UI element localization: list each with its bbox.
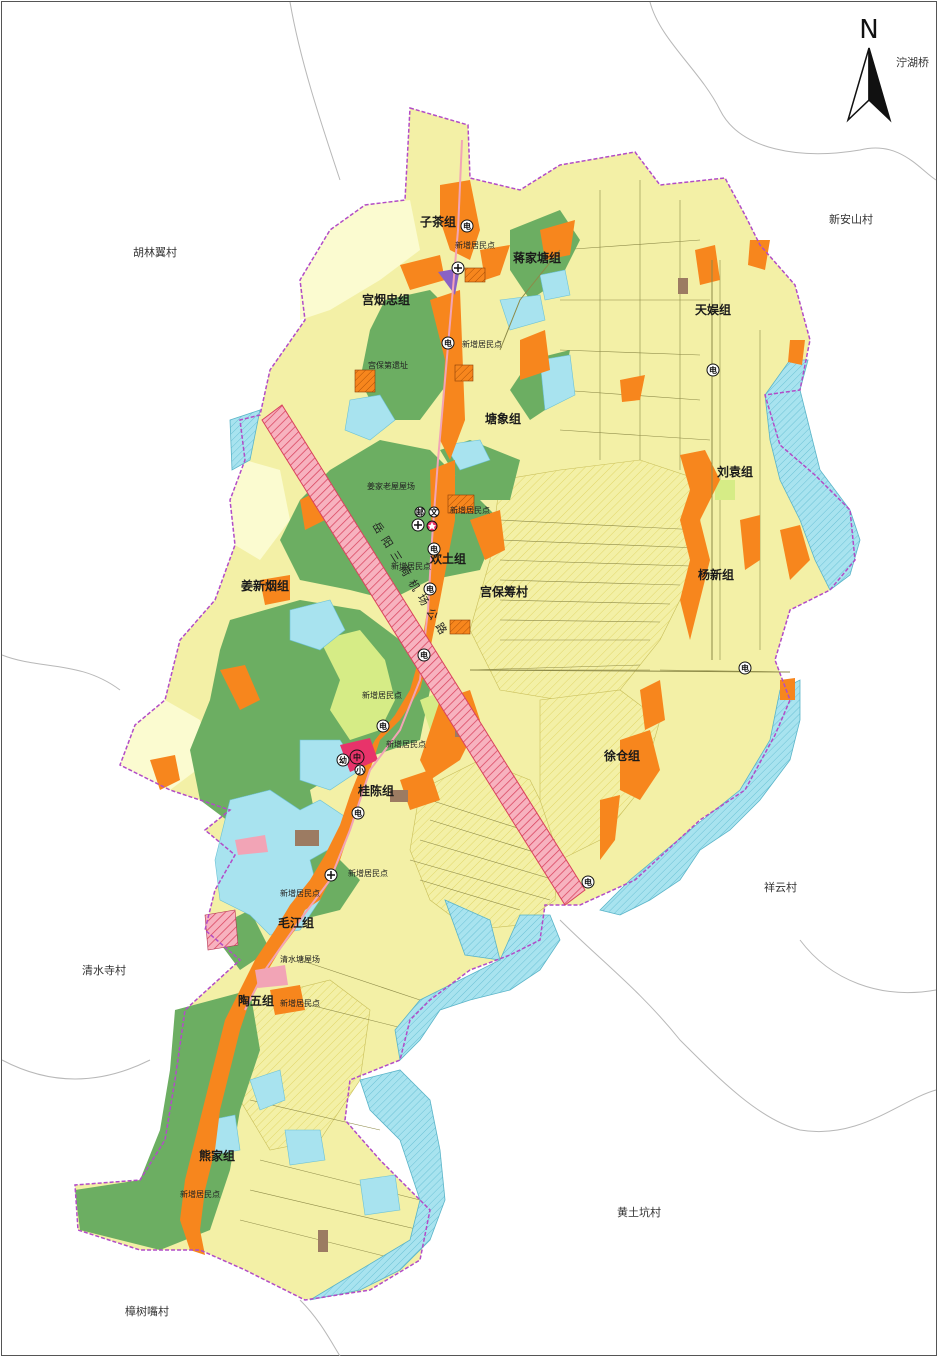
svg-text:电: 电	[709, 365, 717, 375]
group-label: 欢土组	[429, 551, 466, 566]
power-icon: 电	[427, 542, 441, 556]
power-icon: 电	[460, 219, 474, 233]
north-arrow: N	[846, 15, 892, 123]
place-label: 新增居民点	[280, 888, 320, 898]
svg-text:文: 文	[430, 507, 439, 517]
svg-text:小: 小	[355, 765, 364, 775]
place-label: 宫保第遗址	[368, 360, 408, 370]
power-icon: 电	[351, 806, 365, 820]
clinic-cross-icon	[451, 261, 465, 275]
power-icon: 电	[423, 582, 437, 596]
grassland	[320, 630, 395, 740]
power-icon: 电	[441, 336, 455, 350]
svg-text:电: 电	[444, 338, 452, 348]
place-label: 清水塘屋场	[280, 954, 320, 964]
group-labels: 子茶组 蒋家塘组 宫烟忠组 天娱组 塘象组 刘袁组 杨新组 宫保筹村 姜新烟组 …	[199, 214, 753, 1163]
place-label: 新增居民点	[386, 739, 426, 749]
svg-text:幼: 幼	[339, 755, 347, 765]
middle-school-icon: 中	[349, 749, 365, 765]
svg-text:电: 电	[741, 663, 749, 673]
group-label: 塘象组	[485, 411, 521, 426]
neighbor-label: 黄土坑村	[617, 1205, 661, 1219]
north-label: N	[859, 15, 878, 45]
facility-symbols: 电 电 电 电 电 电 电 电 电 电 中 小 幼 邮 文	[324, 219, 752, 889]
place-labels: 新增居民点 新增居民点 新增居民点 新增居民点 新增居民点 新增居民点 新增居民…	[180, 240, 502, 1199]
neighbor-label: 泞湖桥	[896, 56, 929, 69]
place-label: 新增居民点	[362, 690, 402, 700]
place-label: 新增居民点	[462, 339, 502, 349]
group-label: 桂陈组	[357, 783, 394, 798]
field-lines	[239, 180, 791, 1261]
power-icon: 电	[581, 875, 595, 889]
svg-text:电: 电	[379, 721, 387, 731]
group-label: 毛江组	[278, 915, 314, 930]
pink-zone	[235, 835, 268, 855]
kindergarten-icon: 幼	[336, 753, 350, 767]
pink-zone-2	[255, 965, 288, 988]
village-boundary	[74, 107, 856, 1301]
place-label: 新增居民点	[391, 561, 431, 571]
hatched-site	[204, 909, 239, 951]
neighbor-labels: 泞湖桥 新安山村 胡林翼村 祥云村 清水寺村 黄土坑村 樟树嘴村	[82, 56, 929, 1318]
primary-school-icon: 小	[354, 764, 366, 776]
svg-text:电: 电	[463, 221, 471, 231]
power-icon: 电	[376, 719, 390, 733]
group-label: 子茶组	[420, 214, 456, 229]
svg-text:电: 电	[584, 877, 592, 887]
new-residential-hatched	[354, 267, 486, 635]
neighbor-label: 胡林翼村	[133, 245, 177, 259]
culture-icon: 文	[428, 506, 440, 518]
local-roads	[244, 139, 463, 1011]
neighbor-label: 清水寺村	[82, 963, 126, 977]
place-label: 新增居民点	[280, 998, 320, 1008]
svg-text:中: 中	[353, 752, 361, 762]
farmland-light-zones	[120, 200, 420, 790]
neighbor-label: 樟树嘴村	[125, 1304, 169, 1318]
group-label: 天娱组	[695, 302, 731, 317]
group-label: 陶五组	[238, 993, 274, 1008]
group-label: 徐仓组	[603, 748, 640, 763]
place-label: 新增居民点	[450, 505, 490, 515]
svg-text:电: 电	[426, 584, 434, 594]
group-label: 熊家组	[199, 1148, 235, 1163]
power-icon: 电	[738, 661, 752, 675]
place-label: 新增居民点	[455, 240, 495, 250]
place-label: 新增居民点	[180, 1189, 220, 1199]
power-icon: 电	[706, 363, 720, 377]
clinic-cross-icon	[411, 518, 425, 532]
group-label: 宫保筹村	[480, 584, 528, 599]
group-label: 杨新组	[698, 567, 734, 582]
group-label: 刘袁组	[717, 464, 753, 479]
clinic-cross-icon	[324, 868, 338, 882]
place-label: 新增居民点	[348, 868, 388, 878]
svg-text:电: 电	[420, 650, 428, 660]
post-office-icon: 邮	[414, 506, 426, 518]
neighbor-label: 祥云村	[764, 880, 797, 894]
svg-text:邮: 邮	[416, 507, 424, 517]
minor-roads	[469, 249, 791, 673]
svg-text:电: 电	[354, 808, 362, 818]
group-label: 姜新烟组	[241, 578, 289, 593]
star-icon	[426, 520, 438, 532]
place-label: 姜家老屋屋场	[367, 481, 415, 491]
svg-text:电: 电	[430, 544, 438, 554]
neighbor-label: 新安山村	[829, 212, 873, 226]
group-label: 宫烟忠组	[362, 292, 410, 307]
grassland-3	[715, 480, 735, 500]
group-label: 蒋家塘组	[513, 250, 561, 265]
power-icon: 电	[417, 648, 431, 662]
